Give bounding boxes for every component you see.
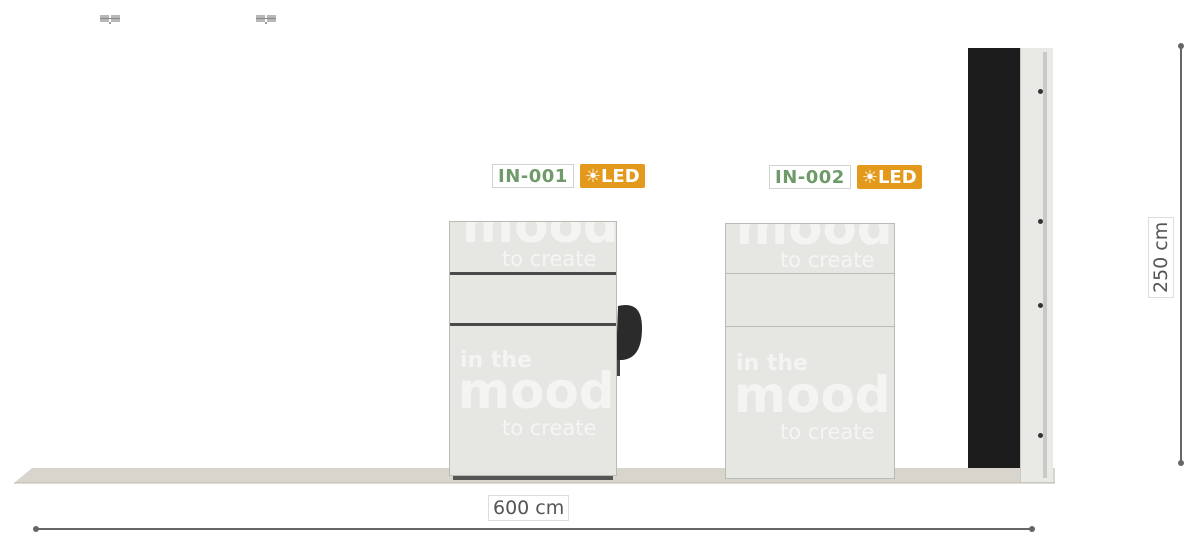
back-wall-dark bbox=[968, 48, 1022, 468]
height-dimension-label: 250 cm bbox=[1148, 216, 1174, 298]
tag-id-label: IN-001 bbox=[492, 164, 574, 188]
graphic-mood-top: mood bbox=[462, 221, 617, 254]
led-badge: ☀ LED bbox=[856, 165, 922, 189]
graphic-to-create-top: to create bbox=[780, 248, 875, 272]
graphic-mood: mood bbox=[734, 366, 891, 424]
spotlight-icon bbox=[100, 15, 120, 24]
counter-band bbox=[450, 272, 616, 275]
graphic-in-the: in the bbox=[736, 351, 808, 376]
led-label: LED bbox=[877, 166, 917, 188]
led-label: LED bbox=[600, 165, 640, 187]
graphic-to-create: to create bbox=[502, 416, 597, 440]
counter-in-002: mood to create in the mood to create bbox=[725, 223, 895, 479]
counter-in-001: mood to create in the mood to create bbox=[449, 221, 617, 476]
width-dimension-label: 600 cm bbox=[488, 495, 570, 521]
graphic-to-create: to create bbox=[780, 420, 875, 444]
led-badge: ☀ LED bbox=[579, 164, 645, 188]
tag-id-label: IN-002 bbox=[769, 165, 851, 189]
graphic-mood: mood bbox=[458, 362, 615, 420]
graphic-mood-top: mood bbox=[736, 223, 893, 256]
tag-in-002: IN-002 ☀ LED bbox=[769, 165, 922, 189]
counter-seam bbox=[726, 273, 894, 274]
counter-seam bbox=[726, 326, 894, 327]
graphic-in-the: in the bbox=[460, 348, 532, 373]
tag-in-001: IN-001 ☀ LED bbox=[492, 164, 645, 188]
spotlight-icon bbox=[256, 15, 276, 24]
graphic-to-create-top: to create bbox=[502, 247, 597, 271]
sun-icon: ☀ bbox=[584, 165, 601, 187]
sun-icon: ☀ bbox=[861, 166, 878, 188]
counter-band bbox=[450, 323, 616, 326]
counter-base bbox=[453, 476, 613, 480]
back-wall-side bbox=[1020, 48, 1053, 482]
stool bbox=[616, 304, 642, 376]
